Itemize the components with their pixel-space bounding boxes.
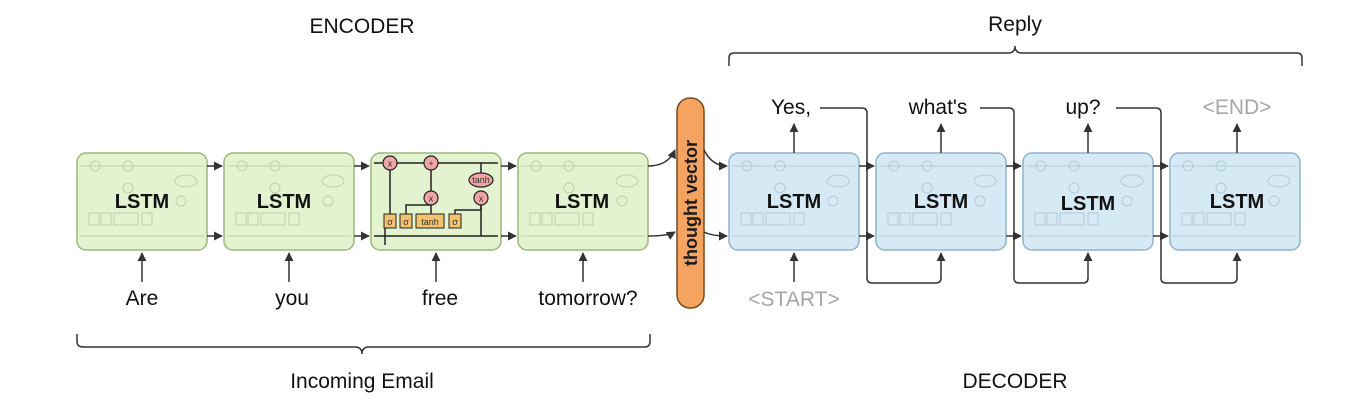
tanh-gate-label: tanh: [421, 217, 439, 227]
sigma-gate-label: σ: [403, 217, 409, 227]
reply-title: Reply: [988, 13, 1042, 36]
tanh-pointwise-label: tanh: [472, 175, 490, 185]
incoming-email-brace: [76, 334, 651, 355]
encoder-input-word: free: [422, 287, 458, 310]
decoder-output-arrows: [789, 123, 1242, 153]
sigma-gate-label: σ: [452, 217, 458, 227]
decoder-end-token: <END>: [1203, 96, 1272, 119]
lstm-label: LSTM: [257, 191, 311, 213]
lstm-label: LSTM: [1210, 191, 1264, 213]
encoder-input-word: tomorrow?: [538, 287, 637, 310]
decoder-start-token: <START>: [748, 288, 839, 311]
lstm-label: LSTM: [914, 191, 968, 213]
decoder-output-word: up?: [1065, 96, 1100, 119]
lstm-label: LSTM: [115, 191, 169, 213]
lstm-label: LSTM: [1061, 193, 1115, 215]
encoder-title: ENCODER: [309, 15, 414, 38]
encoder-cell-4: LSTM: [517, 152, 649, 251]
lstm-label: LSTM: [767, 191, 821, 213]
thought-vector: thought vector: [676, 97, 705, 309]
decoder-title: DECODER: [962, 370, 1067, 393]
decoder-cell-3: LSTM: [1022, 152, 1154, 251]
decoder-output-word: Yes,: [771, 96, 811, 119]
plus-gate-label: +: [428, 159, 433, 169]
decoder-cell-2: LSTM: [875, 152, 1007, 251]
encoder-connectors: [207, 149, 676, 241]
decoder-output-word: what's: [908, 96, 968, 119]
encoder-input-arrows: [137, 252, 588, 282]
encoder-cell-2: LSTM: [223, 152, 355, 251]
times-gate-label: x: [479, 194, 484, 204]
decoder-cell-1: LSTM: [728, 152, 860, 251]
encoder-input-word: you: [275, 287, 309, 310]
sigma-gate-label: σ: [387, 217, 393, 227]
times-gate-label: x: [388, 159, 393, 169]
incoming-email-title: Incoming Email: [290, 370, 434, 393]
reply-brace: [728, 45, 1303, 66]
times-gate-label: x: [429, 194, 434, 204]
encoder-cell-1: LSTM: [76, 152, 208, 251]
encoder-cell-3-detailed: x + x tanh x σ σ tanh σ: [370, 152, 502, 251]
lstm-label: LSTM: [555, 191, 609, 213]
thought-vector-label: thought vector: [681, 140, 701, 266]
encoder-input-word: Are: [126, 287, 159, 310]
decoder-cell-4: LSTM: [1169, 152, 1301, 251]
decoder-feedback-loops: [820, 107, 1242, 284]
